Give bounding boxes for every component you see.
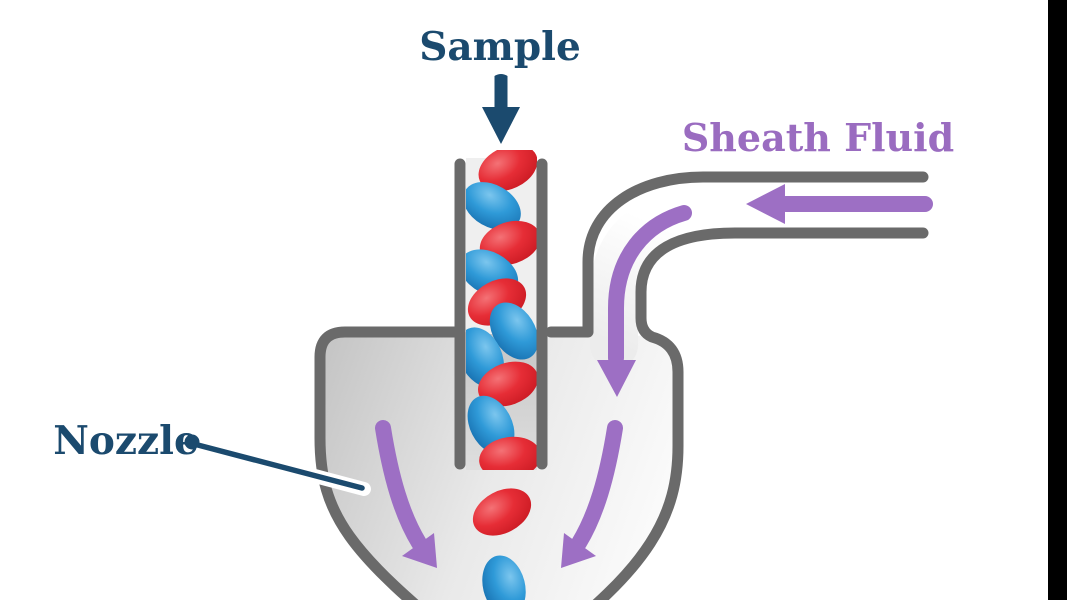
leader-dot bbox=[184, 434, 200, 450]
sample-label: Sample bbox=[419, 24, 581, 70]
red-cell bbox=[477, 361, 537, 407]
blue-cell bbox=[489, 302, 537, 360]
red-cell bbox=[472, 488, 532, 536]
letterbox-bar bbox=[1048, 0, 1067, 600]
vessel-walls bbox=[314, 158, 929, 600]
blue-cell bbox=[482, 555, 526, 600]
red-cell bbox=[479, 436, 537, 470]
sample-down-arrow-icon bbox=[482, 74, 520, 144]
nozzle-callout: Nozzle bbox=[53, 418, 371, 496]
sample-cells-in-tube bbox=[466, 150, 537, 470]
sheath-arrow-left-icon bbox=[746, 184, 933, 224]
nozzle-label: Nozzle bbox=[53, 418, 199, 464]
nozzle-arrow-left-icon bbox=[375, 420, 437, 568]
sample-cells-in-nozzle bbox=[472, 488, 532, 600]
blue-cell bbox=[466, 182, 521, 230]
sheath-outer-wall bbox=[545, 171, 929, 338]
leader-line bbox=[191, 441, 365, 491]
sheath-fluid-label: Sheath Fluid bbox=[682, 115, 954, 160]
nozzle-outline bbox=[314, 227, 929, 600]
sheath-flow-arrows bbox=[375, 184, 933, 568]
nozzle-arrow-right-icon bbox=[561, 420, 623, 568]
red-cell bbox=[478, 150, 537, 192]
sheath-arrow-down-icon bbox=[597, 205, 692, 397]
